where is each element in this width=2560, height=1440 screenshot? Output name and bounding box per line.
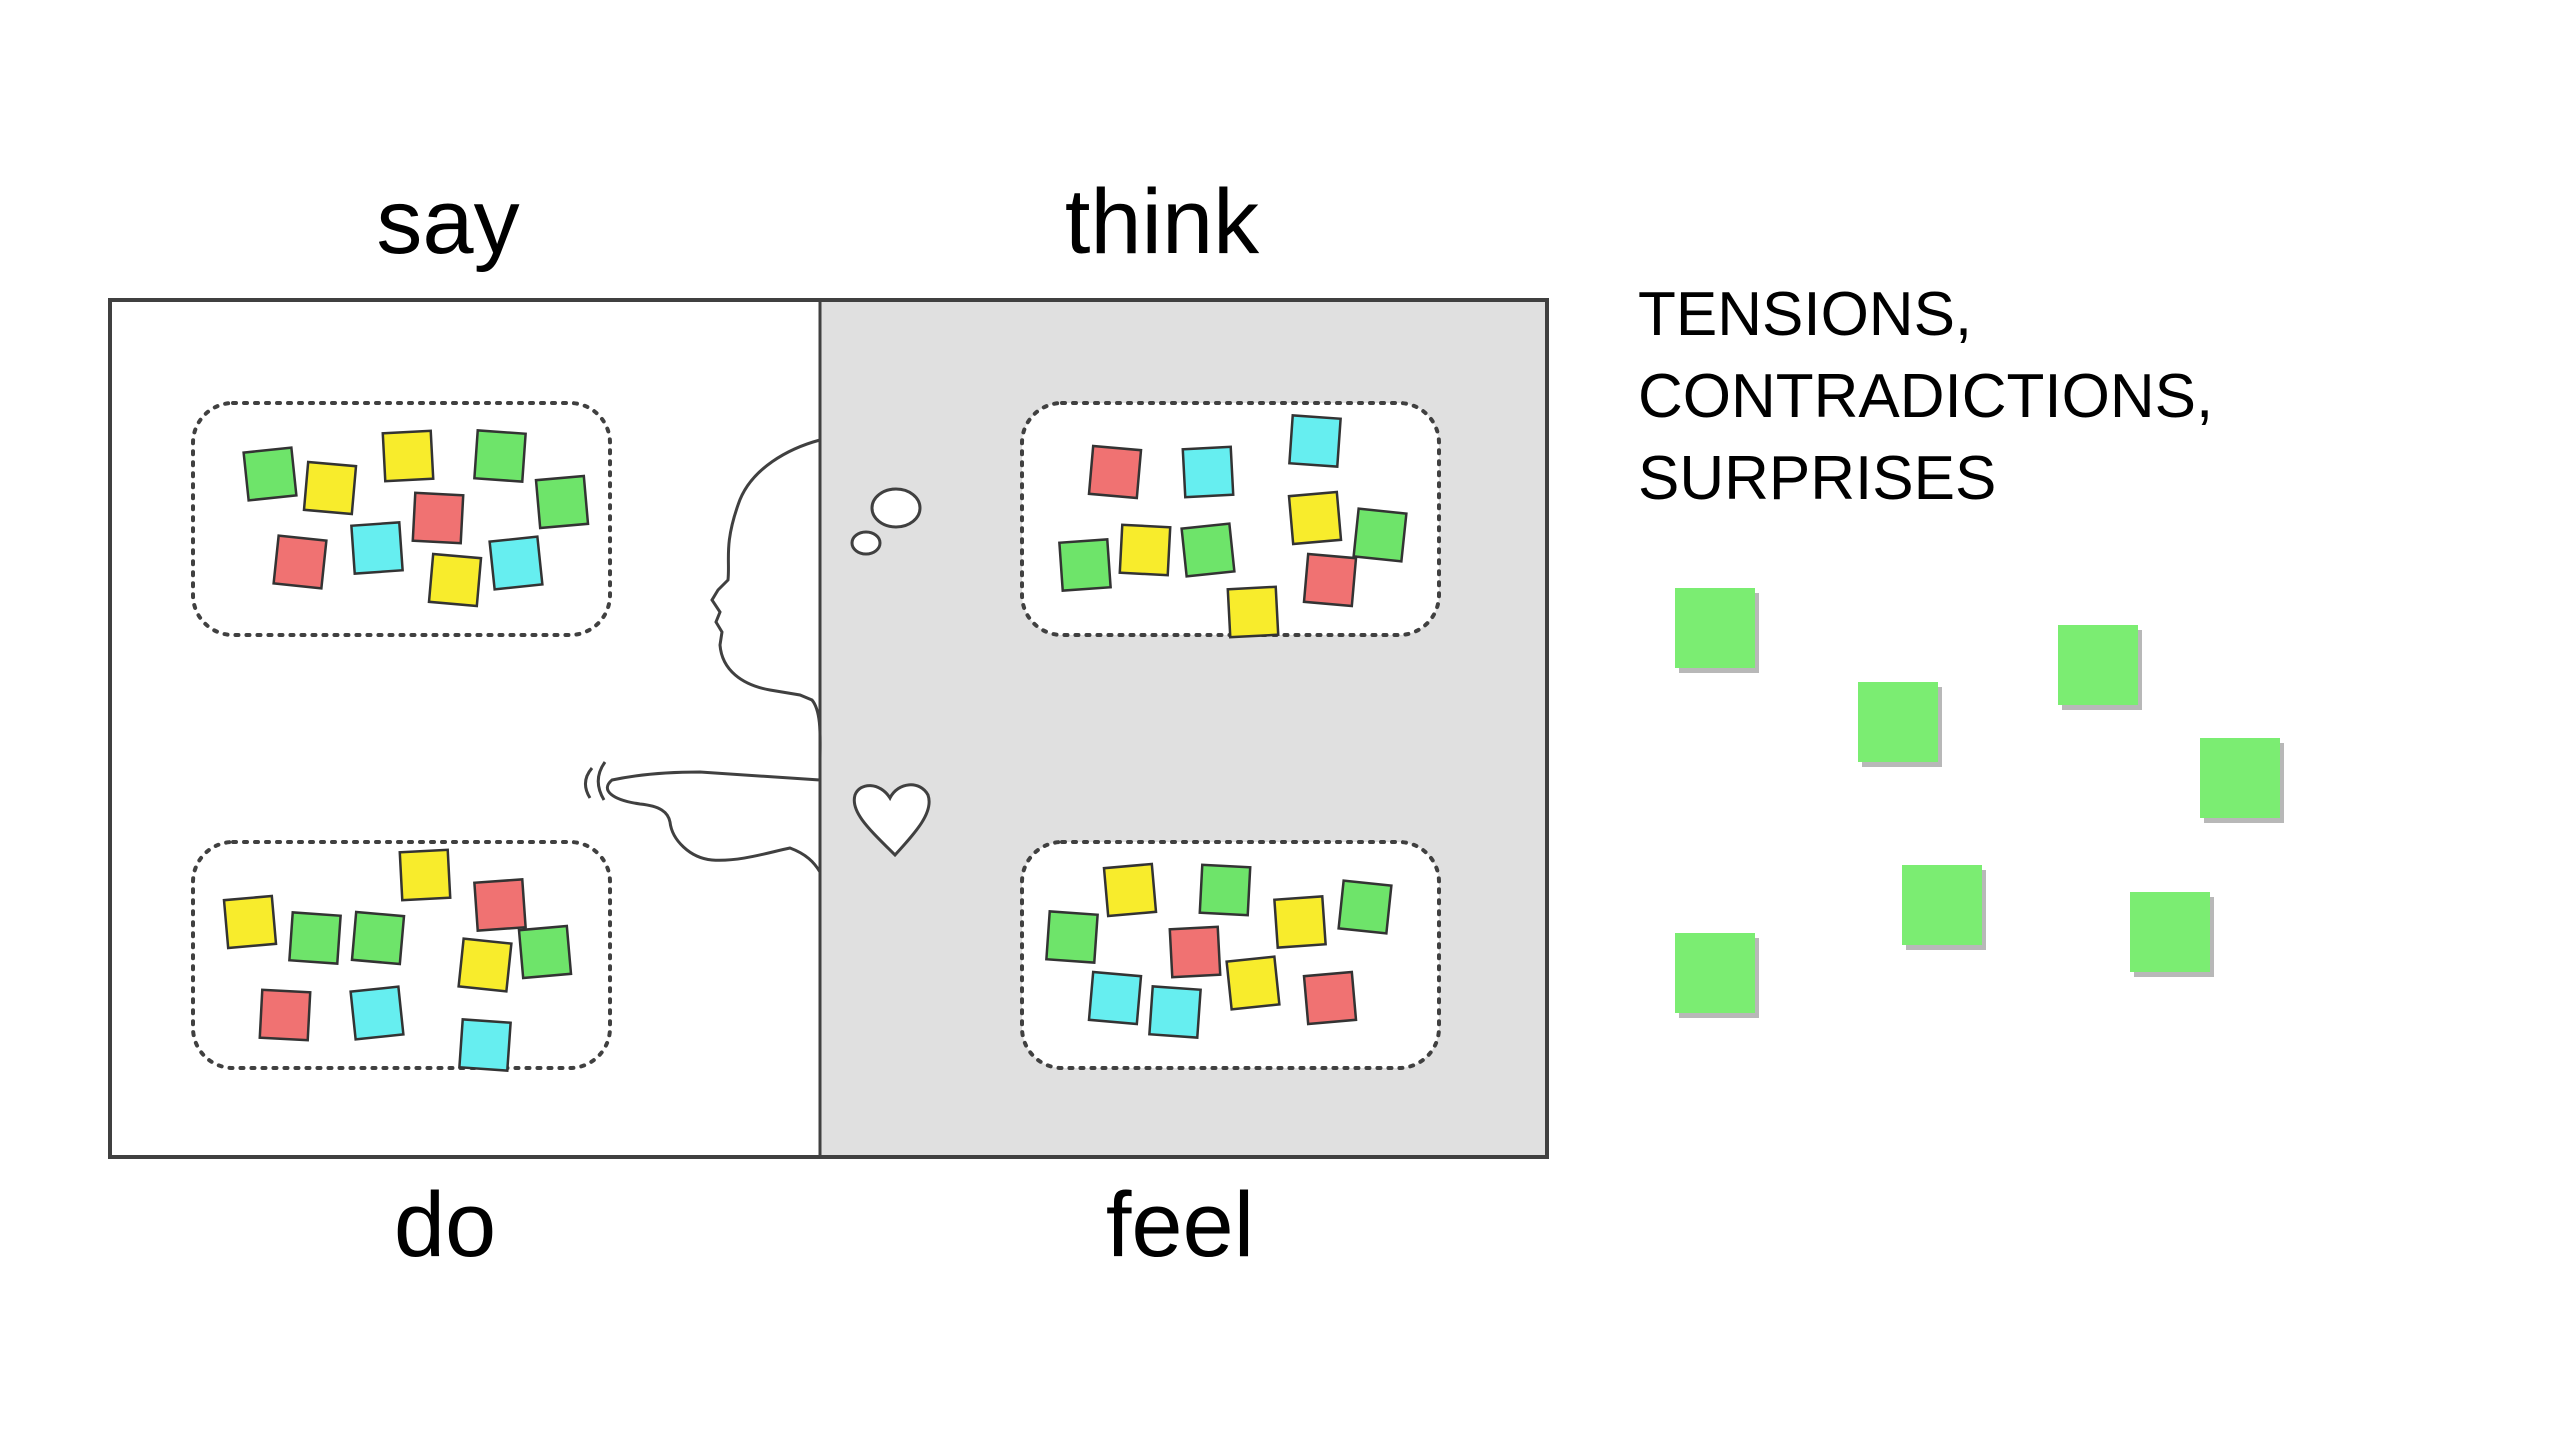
- do-sticky-notes: [222, 848, 573, 1072]
- think-sticky-notes: [1058, 414, 1408, 639]
- feel-sticky-note: [1087, 970, 1143, 1026]
- feel-sticky-note: [1168, 925, 1222, 979]
- tension-sticky-note-face: [1675, 933, 1755, 1013]
- say-sticky-note: [473, 429, 527, 483]
- think-sticky-note: [1087, 444, 1143, 500]
- feel-sticky-note: [1148, 985, 1202, 1039]
- feel-sticky-note: [1198, 863, 1252, 917]
- do-sticky-note: [398, 848, 452, 902]
- do-sticky-note: [258, 988, 312, 1042]
- say-label: say: [376, 171, 519, 273]
- tension-sticky-note-face: [1902, 865, 1982, 945]
- tension-sticky-note: [1902, 865, 1986, 950]
- tensions-heading: TENSIONS, CONTRADICTIONS, SURPRISES: [1638, 280, 2213, 513]
- do-sticky-note: [458, 1018, 512, 1072]
- think-sticky-note: [1287, 490, 1343, 546]
- say-sticky-note: [272, 534, 328, 590]
- do-sticky-note: [473, 878, 527, 932]
- tension-sticky-note: [1675, 588, 1759, 673]
- do-sticky-note: [349, 985, 405, 1041]
- say-sticky-notes: [242, 429, 590, 608]
- do-sticky-note: [457, 937, 513, 993]
- think-sticky-note: [1058, 538, 1112, 592]
- tension-sticky-note: [1858, 682, 1942, 767]
- feel-sticky-note: [1102, 862, 1158, 918]
- do-sticky-note: [350, 910, 406, 966]
- heart-icon: [852, 783, 931, 858]
- say-sticky-note: [488, 535, 544, 591]
- think-sticky-note: [1118, 523, 1172, 577]
- say-sticky-note: [302, 460, 358, 516]
- feel-sticky-note: [1302, 970, 1358, 1026]
- tension-sticky-note: [2058, 625, 2142, 710]
- think-sticky-note: [1226, 585, 1280, 639]
- motion-mark-icon: [584, 761, 607, 801]
- think-label: think: [1065, 171, 1260, 273]
- tensions-heading-line-2: CONTRADICTIONS,: [1638, 362, 2213, 431]
- tension-sticky-note-face: [1858, 682, 1938, 762]
- do-sticky-note: [288, 911, 342, 965]
- do-sticky-note: [222, 894, 278, 950]
- tension-sticky-note: [1675, 933, 1759, 1018]
- do-label: do: [394, 1174, 496, 1276]
- board-outline: [108, 298, 1549, 1159]
- feel-label: feel: [1106, 1174, 1254, 1276]
- feel-sticky-note: [1045, 910, 1099, 964]
- feel-sticky-note: [1225, 955, 1281, 1011]
- say-sticky-note: [534, 474, 590, 530]
- do-sticky-note: [517, 924, 573, 980]
- tensions-heading-line-1: TENSIONS,: [1638, 280, 1972, 349]
- tension-sticky-note: [2130, 892, 2214, 977]
- say-sticky-note: [242, 446, 298, 502]
- think-sticky-note: [1180, 522, 1236, 578]
- think-sticky-note: [1288, 414, 1342, 468]
- tension-sticky-note-face: [1675, 588, 1755, 668]
- tension-sticky-note-face: [2058, 625, 2138, 705]
- say-sticky-note: [411, 491, 465, 545]
- tension-sticky-note-face: [2130, 892, 2210, 972]
- tension-sticky-notes: [1675, 588, 2284, 1018]
- tension-sticky-note: [2200, 738, 2284, 823]
- think-sticky-note: [1352, 507, 1408, 563]
- think-sticky-note: [1181, 445, 1235, 499]
- say-sticky-note: [381, 429, 435, 483]
- feel-sticky-notes: [1045, 862, 1393, 1039]
- feel-sticky-note: [1273, 895, 1327, 949]
- head-profile-icon: [605, 438, 822, 878]
- thought-bubble-icon: [850, 487, 922, 556]
- say-sticky-note: [350, 521, 404, 575]
- feel-sticky-note: [1337, 879, 1393, 935]
- think-sticky-note: [1302, 552, 1358, 608]
- tension-sticky-note-face: [2200, 738, 2280, 818]
- tensions-heading-line-3: SURPRISES: [1638, 444, 1996, 513]
- say-sticky-note: [427, 552, 483, 608]
